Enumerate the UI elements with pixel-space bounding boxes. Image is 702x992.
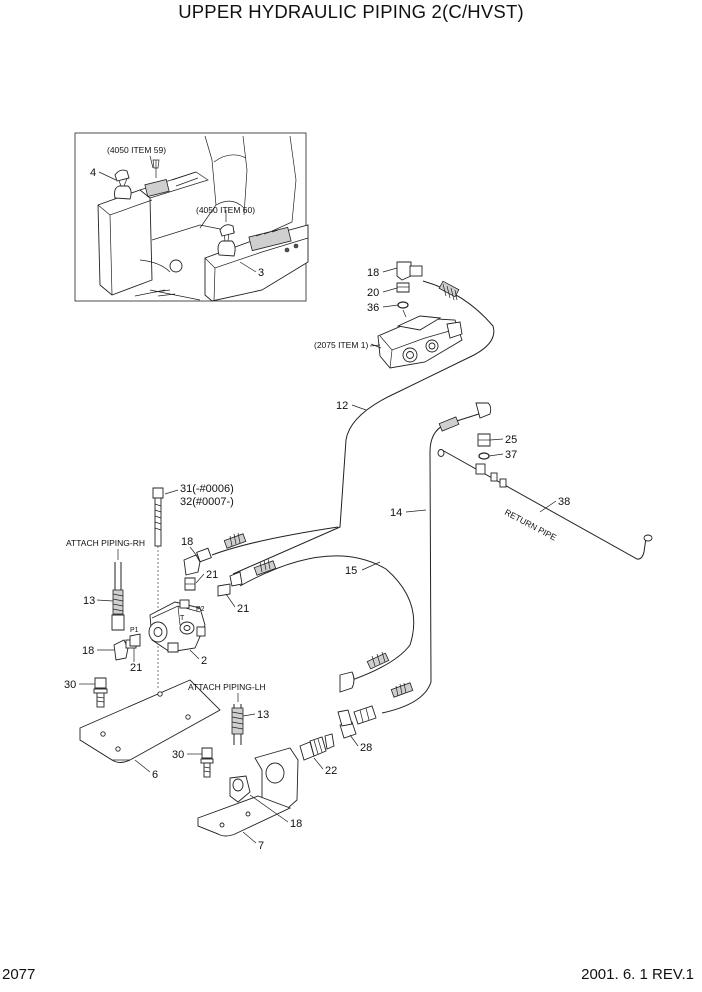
- attach-piping-rh: ATTACH PIPING-RH 13: [66, 538, 145, 631]
- revision-date: 2001. 6. 1 REV.1: [581, 966, 694, 983]
- hose-crimps: [223, 280, 460, 698]
- callout-6: 6: [152, 769, 158, 781]
- callout-20: 20: [367, 287, 379, 299]
- bracket-7: 30 18 7: [172, 747, 302, 852]
- callout-31: 31(-#0006): [180, 483, 234, 495]
- callout-30-lower: 30: [172, 749, 184, 761]
- callout-32: 32(#0007-): [180, 496, 234, 508]
- page-title: UPPER HYDRAULIC PIPING 2(C/HVST): [178, 1, 524, 22]
- lower-fittings: 22 28: [299, 671, 377, 777]
- callout-38: 38: [558, 496, 570, 508]
- return-pipe-label: RETURN PIPE: [503, 507, 558, 543]
- port-p1: P1: [130, 627, 139, 634]
- inset-ref-item-59: (4050 ITEM 59): [107, 145, 166, 155]
- callout-30-upper: 30: [64, 679, 76, 691]
- callout-13-rh: 13: [83, 595, 95, 607]
- callout-37: 37: [505, 449, 517, 461]
- control-valve-group: (2075 ITEM 1) 18 20 36 12: [314, 261, 463, 412]
- callout-21-left: 21: [130, 662, 142, 674]
- return-fittings: 25 37 38 RETURN PIPE 14 15: [345, 402, 570, 577]
- callout-25: 25: [505, 434, 517, 446]
- callout-3: 3: [258, 267, 264, 279]
- bracket-6: 30 6: [64, 677, 221, 781]
- pipe-routing: [209, 274, 653, 714]
- console-inset: (4050 ITEM 59) (4050 ITEM 60) 4 3: [74, 132, 309, 302]
- callout-21-right: 21: [237, 603, 249, 615]
- callout-14: 14: [390, 507, 402, 519]
- attach-piping-lh: ATTACH PIPING-LH 13: [188, 682, 269, 745]
- callout-12: 12: [336, 400, 348, 412]
- callout-7: 7: [258, 840, 264, 852]
- attach-piping-rh-label: ATTACH PIPING-RH: [66, 538, 145, 548]
- callout-2: 2: [201, 655, 207, 667]
- block-fittings: 18 21 21 18 21: [82, 536, 249, 674]
- callout-18-lower: 18: [290, 818, 302, 830]
- callout-15: 15: [345, 565, 357, 577]
- port-t: T: [180, 615, 185, 622]
- callout-36: 36: [367, 302, 379, 314]
- shuttle-block-group: 31(-#0006) 32(#0007-) P1 P2 T 2: [130, 483, 234, 688]
- valve-reference: (2075 ITEM 1): [314, 340, 368, 350]
- callout-22: 22: [325, 765, 337, 777]
- callout-18-top: 18: [367, 267, 379, 279]
- callout-18-left: 18: [82, 645, 94, 657]
- callout-4: 4: [90, 167, 96, 179]
- inset-ref-item-60: (4050 ITEM 60): [196, 205, 255, 215]
- port-p2: P2: [196, 606, 205, 613]
- callout-21-mid: 21: [206, 569, 218, 581]
- callout-28: 28: [360, 742, 372, 754]
- attach-piping-lh-label: ATTACH PIPING-LH: [188, 682, 266, 692]
- callout-13-lh: 13: [257, 709, 269, 721]
- page-number: 2077: [2, 966, 36, 983]
- callout-18-mid: 18: [181, 536, 193, 548]
